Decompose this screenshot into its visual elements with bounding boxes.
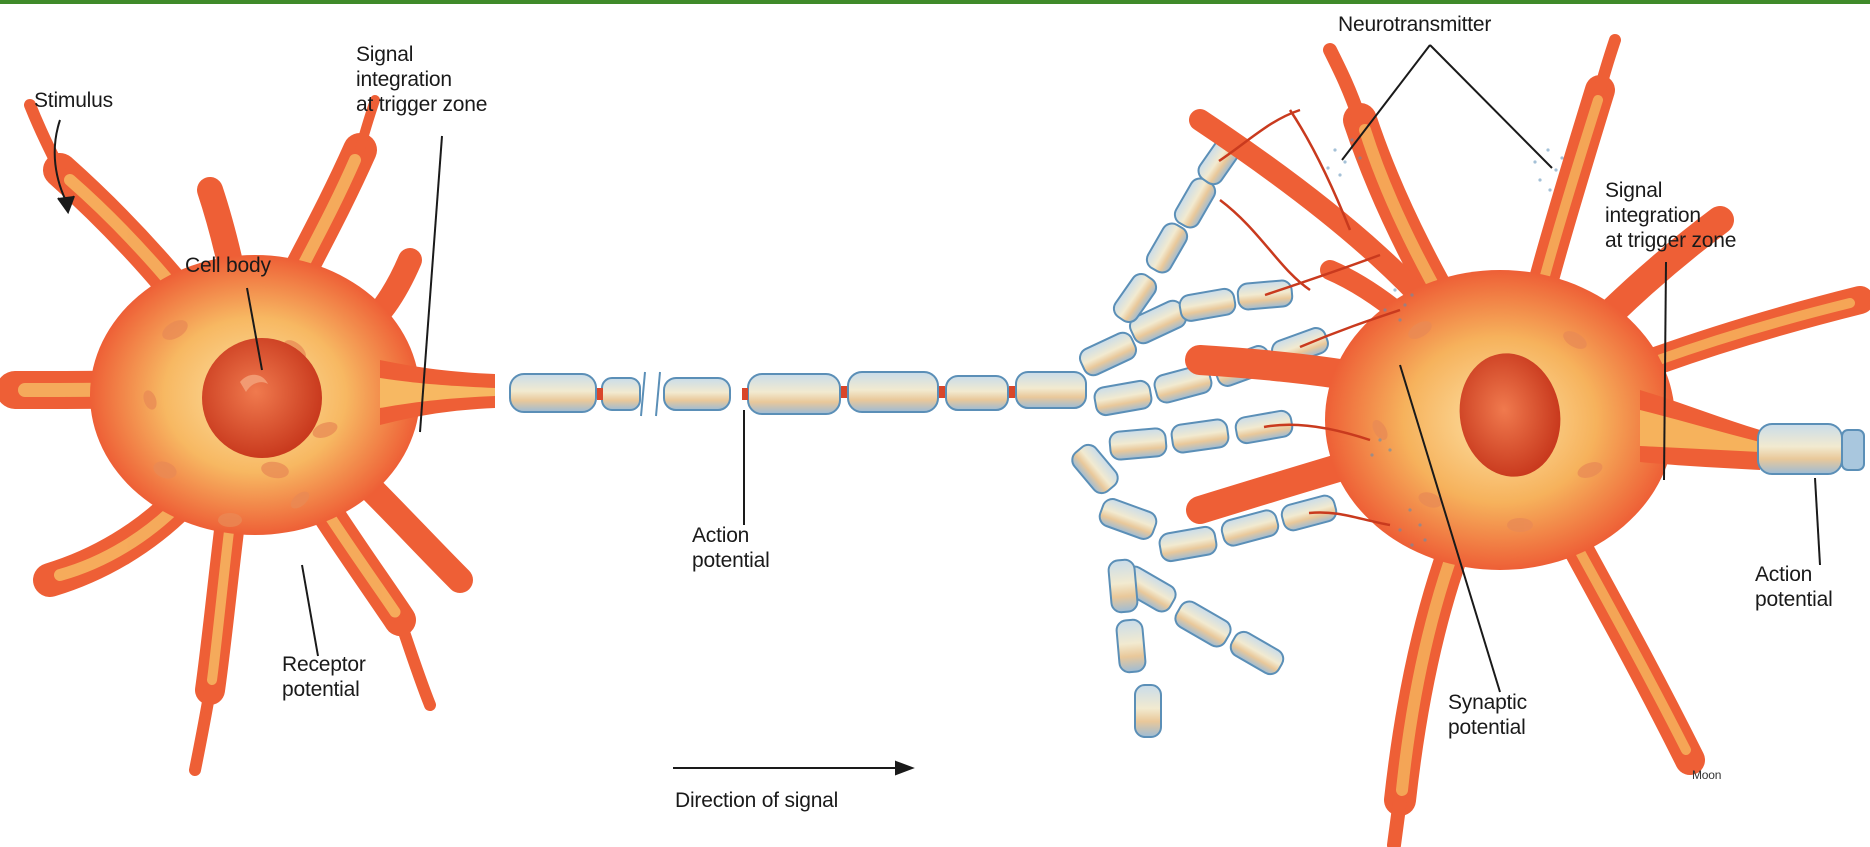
axon-terminal-branches: [1068, 134, 1338, 737]
label-signal-integration-right: Signal integration at trigger zone: [1605, 178, 1736, 253]
label-receptor-potential: Receptor potential: [282, 652, 366, 702]
myelinated-axon: [510, 372, 1086, 414]
label-action-potential-right: Action potential: [1755, 562, 1833, 612]
label-action-potential-mid: Action potential: [692, 523, 770, 573]
label-direction-of-signal: Direction of signal: [675, 788, 838, 813]
label-stimulus: Stimulus: [34, 88, 113, 113]
right-axon: [1758, 424, 1864, 474]
artist-signature: Moon: [1692, 768, 1721, 782]
axon-break: [641, 372, 660, 416]
label-cell-body: Cell body: [185, 253, 271, 278]
label-synaptic-potential: Synaptic potential: [1448, 690, 1527, 740]
label-signal-integration-left: Signal integration at trigger zone: [356, 42, 487, 117]
label-neurotransmitter: Neurotransmitter: [1338, 12, 1491, 37]
sensory-neuron: [15, 100, 495, 770]
